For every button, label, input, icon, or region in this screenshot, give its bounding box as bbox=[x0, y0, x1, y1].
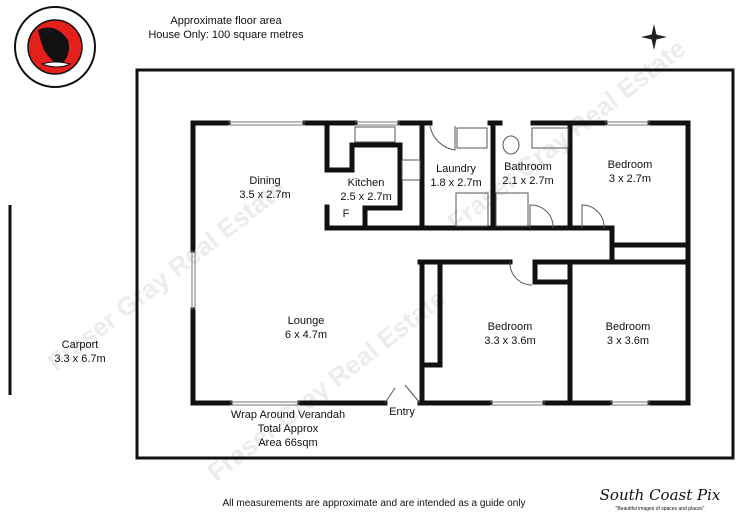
door-swing bbox=[429, 125, 456, 151]
fraser-gray-logo bbox=[14, 6, 96, 88]
door-swing bbox=[529, 204, 554, 229]
area-title: Approximate floor area bbox=[170, 15, 282, 27]
south-coast-pix-logo: South Coast Pix bbox=[599, 486, 721, 504]
disclaimer: All measurements are approximate and are… bbox=[222, 498, 526, 509]
entry-label: Entry bbox=[389, 406, 415, 418]
walls bbox=[190, 120, 691, 406]
brand-tagline: "Beautiful images of spaces and places" bbox=[615, 506, 705, 512]
door-swing bbox=[581, 204, 605, 229]
area-value: House Only: 100 square metres bbox=[148, 29, 304, 41]
compass-icon bbox=[641, 24, 667, 50]
door-swing bbox=[509, 261, 533, 286]
windows bbox=[191, 121, 650, 406]
fridge-label: F bbox=[342, 208, 350, 220]
verandah-boundary bbox=[135, 68, 735, 460]
fixtures bbox=[354, 125, 605, 404]
entry-door bbox=[384, 384, 421, 404]
